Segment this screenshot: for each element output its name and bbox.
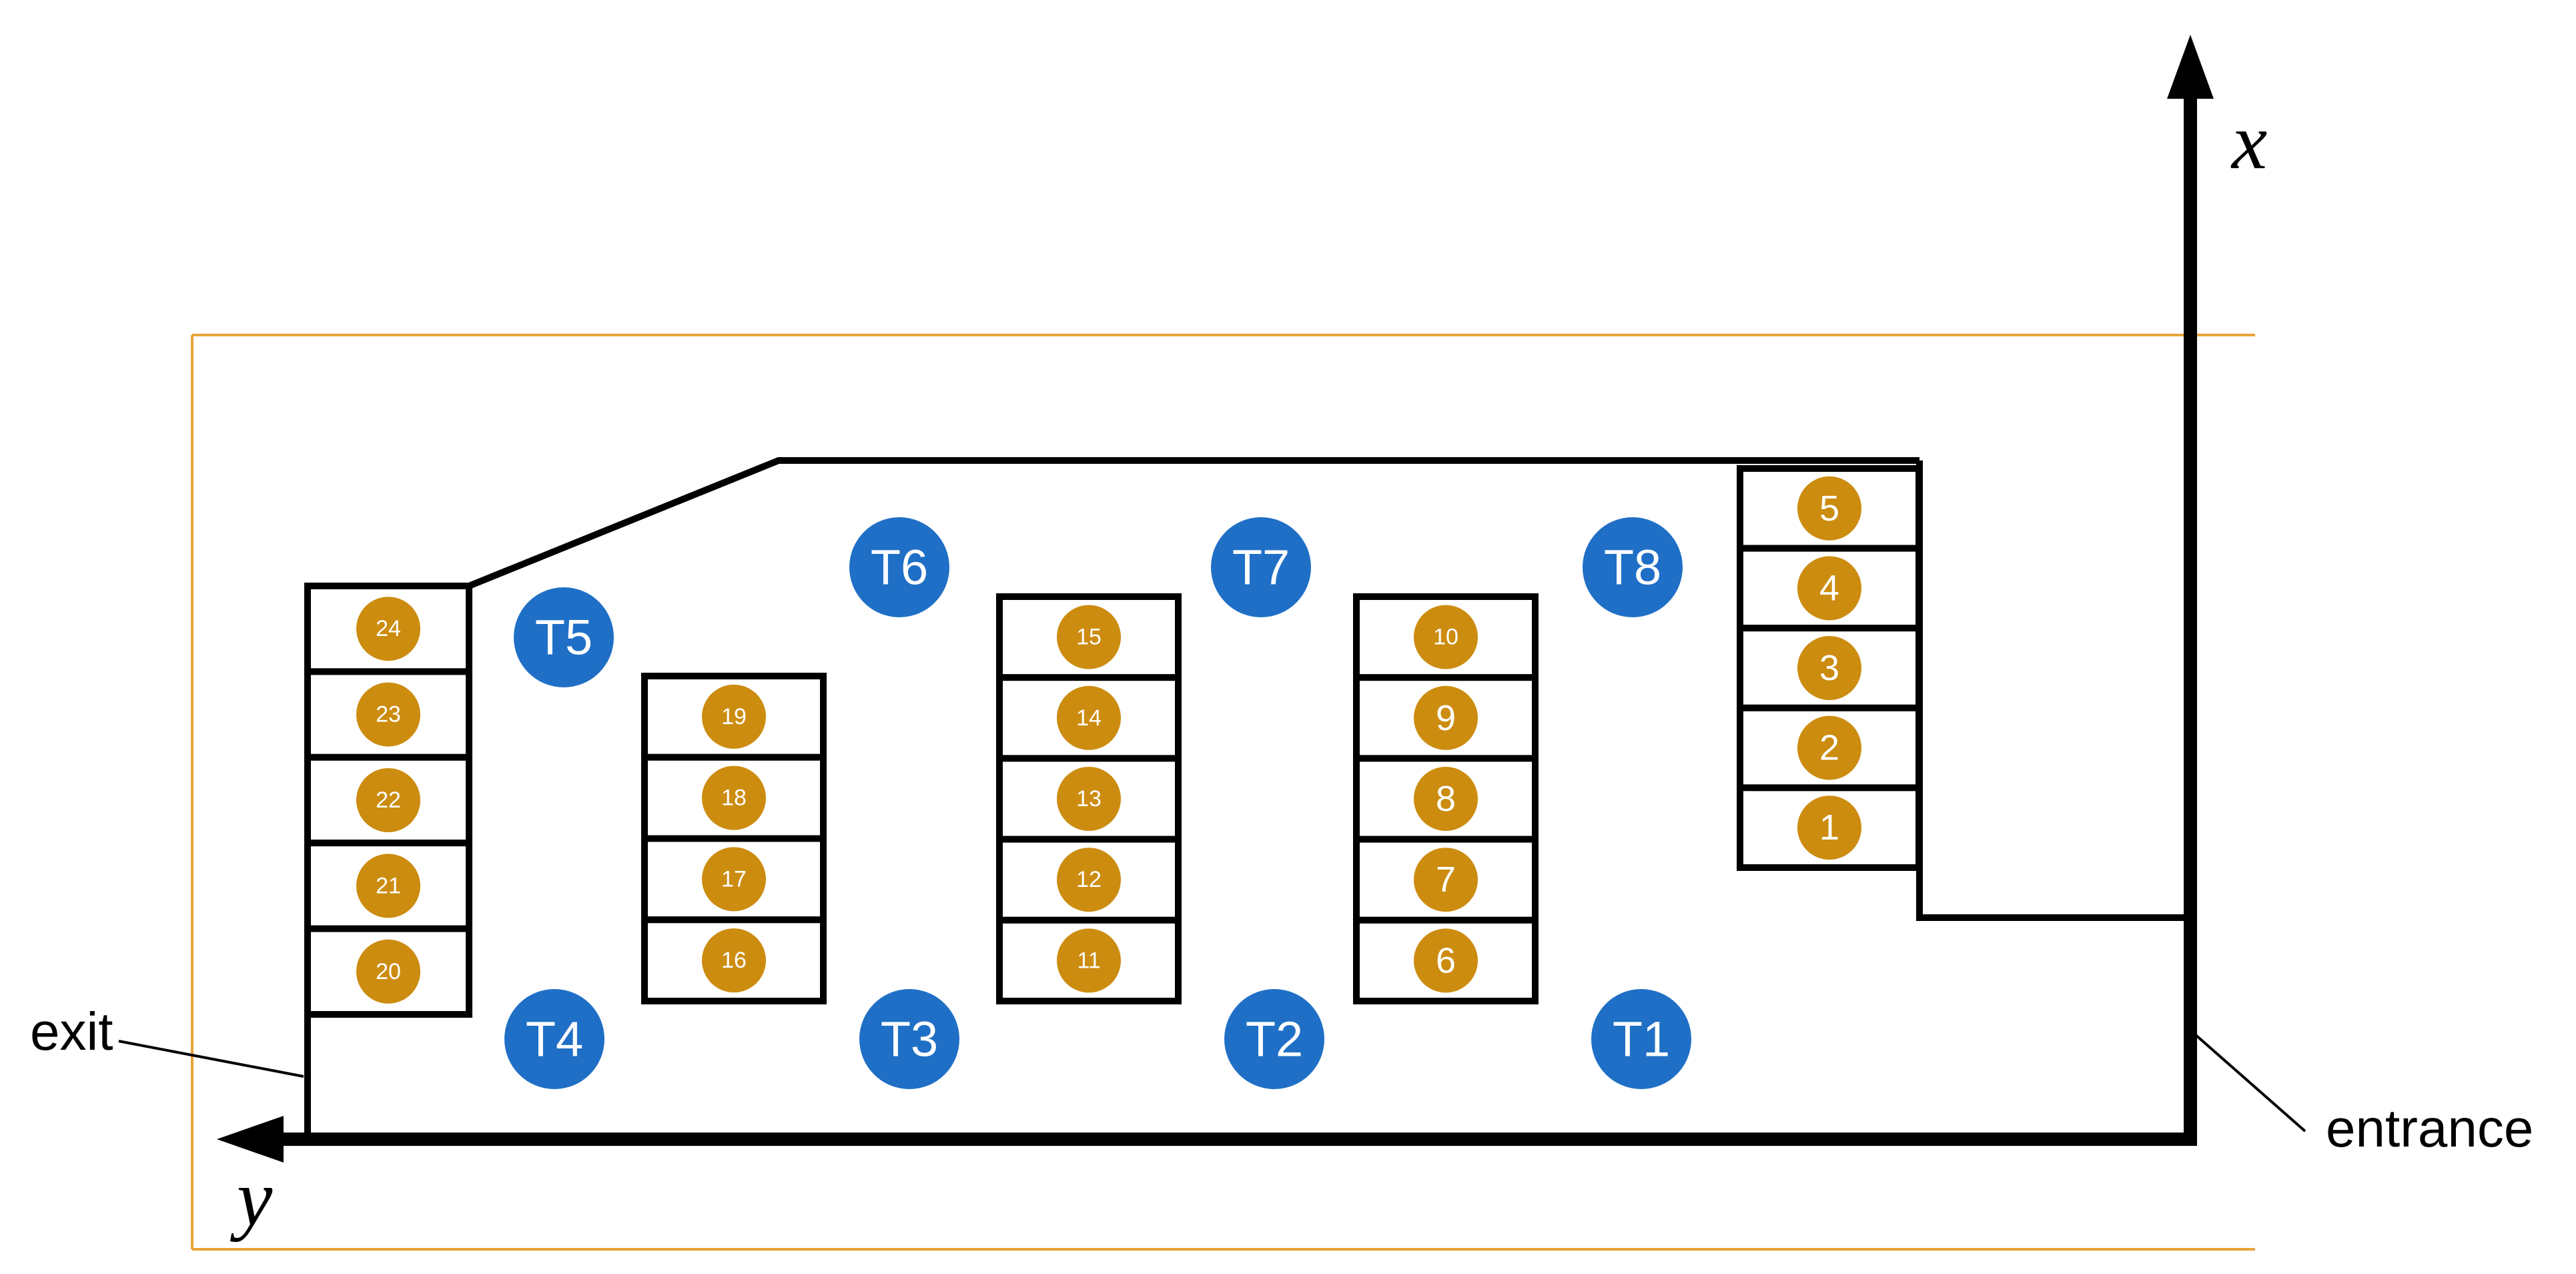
storage-slot-19[interactable] bbox=[702, 684, 766, 749]
outer-frame bbox=[191, 334, 2255, 1251]
storage-slot-10[interactable] bbox=[1414, 605, 1478, 669]
station-label: T1 bbox=[1613, 1012, 1670, 1067]
station-label: T4 bbox=[526, 1012, 583, 1067]
entrance-label: entrance bbox=[2326, 1098, 2533, 1158]
storage-slot-label: 18 bbox=[721, 785, 747, 811]
storage-slot-2[interactable] bbox=[1797, 715, 1861, 780]
storage-slot-label: 13 bbox=[1076, 786, 1102, 812]
exit-leader-line bbox=[118, 1040, 304, 1078]
storage-slot-label: 17 bbox=[721, 866, 747, 892]
storage-slot-label: 4 bbox=[1819, 568, 1839, 608]
storage-slot-label: 8 bbox=[1436, 779, 1456, 819]
storage-slot-1[interactable] bbox=[1797, 795, 1861, 860]
station-label: T3 bbox=[881, 1012, 938, 1067]
storage-slot-17[interactable] bbox=[702, 847, 766, 912]
rack-cell bbox=[996, 836, 1182, 924]
storage-slot-4[interactable] bbox=[1797, 556, 1861, 621]
station-t3[interactable] bbox=[859, 989, 959, 1089]
entrance-leader-line bbox=[2194, 1033, 2306, 1133]
storage-slot-label: 19 bbox=[721, 704, 747, 729]
station-label: T7 bbox=[1232, 540, 1290, 595]
storage-slot-21[interactable] bbox=[356, 854, 420, 918]
storage-slot-11[interactable] bbox=[1057, 928, 1121, 993]
rack-rack-d: 19 18 17 16 bbox=[641, 673, 827, 1004]
station-t1[interactable] bbox=[1591, 989, 1691, 1089]
storage-slot-label: 14 bbox=[1076, 705, 1102, 731]
rack-rack-e: 24 23 22 21 20 bbox=[304, 583, 472, 1018]
storage-slot-label: 1 bbox=[1819, 808, 1839, 848]
top-wall bbox=[468, 457, 1919, 589]
storage-slot-label: 23 bbox=[376, 702, 401, 727]
storage-slot-label: 3 bbox=[1819, 648, 1839, 688]
storage-slot-7[interactable] bbox=[1414, 848, 1478, 912]
rack-rack-a: 5 4 3 2 1 bbox=[1737, 465, 1922, 872]
storage-slot-label: 10 bbox=[1433, 625, 1458, 650]
storage-slot-label: 24 bbox=[376, 616, 401, 641]
exit-label: exit bbox=[30, 1002, 113, 1061]
storage-slot-label: 21 bbox=[376, 873, 401, 898]
storage-slot-15[interactable] bbox=[1057, 605, 1121, 669]
station-t4[interactable] bbox=[504, 989, 604, 1089]
storage-slot-24[interactable] bbox=[356, 597, 420, 661]
storage-slot-20[interactable] bbox=[356, 939, 420, 1004]
x-axis-arrowhead bbox=[2167, 35, 2214, 99]
storage-slot-5[interactable] bbox=[1797, 476, 1861, 541]
storage-slot-label: 7 bbox=[1436, 860, 1456, 900]
storage-slot-label: 2 bbox=[1819, 728, 1839, 768]
storage-slot-13[interactable] bbox=[1057, 767, 1121, 831]
station-label: T8 bbox=[1604, 540, 1661, 595]
storage-slot-label: 6 bbox=[1436, 940, 1456, 980]
storage-slot-label: 12 bbox=[1076, 867, 1102, 892]
storage-slot-label: 20 bbox=[376, 959, 401, 984]
storage-slot-label: 15 bbox=[1076, 625, 1102, 650]
entrance-wall bbox=[1916, 460, 2190, 921]
storage-slot-label: 9 bbox=[1436, 698, 1456, 738]
storage-slot-9[interactable] bbox=[1414, 685, 1478, 750]
storage-slot-23[interactable] bbox=[356, 682, 420, 747]
station-t6[interactable] bbox=[849, 517, 949, 617]
exit-annotation: exit bbox=[30, 1002, 304, 1078]
x-axis-label: x bbox=[2230, 97, 2267, 186]
rack-rack-c: 15 14 13 12 11 bbox=[996, 593, 1182, 1005]
entrance-annotation: entrance bbox=[2194, 1033, 2533, 1158]
storage-slot-label: 5 bbox=[1819, 489, 1839, 529]
storage-slot-18[interactable] bbox=[702, 765, 766, 830]
storage-slot-label: 11 bbox=[1077, 948, 1100, 973]
station-label: T6 bbox=[871, 540, 928, 595]
storage-slot-14[interactable] bbox=[1057, 685, 1121, 750]
station-t8[interactable] bbox=[1583, 517, 1683, 617]
storage-slot-16[interactable] bbox=[702, 928, 766, 993]
storage-slot-label: 22 bbox=[376, 787, 401, 813]
station-label: T5 bbox=[535, 610, 592, 665]
storage-slot-8[interactable] bbox=[1414, 767, 1478, 831]
rack-rack-b: 10 9 8 7 6 bbox=[1353, 593, 1539, 1005]
storage-slot-3[interactable] bbox=[1797, 636, 1861, 700]
coordinate-axes: x y bbox=[217, 35, 2267, 1242]
storage-slot-6[interactable] bbox=[1414, 928, 1478, 993]
station-t2[interactable] bbox=[1224, 989, 1324, 1089]
storage-slot-12[interactable] bbox=[1057, 848, 1121, 912]
y-axis-arrowhead bbox=[217, 1116, 284, 1163]
storage-slot-label: 16 bbox=[721, 948, 747, 973]
station-t5[interactable] bbox=[514, 587, 614, 687]
storage-slot-22[interactable] bbox=[356, 768, 420, 832]
workstations: T1 T2 T3 T4 T5 T6 T7 T8 bbox=[504, 517, 1691, 1089]
y-axis-label: y bbox=[230, 1153, 273, 1242]
station-label: T2 bbox=[1246, 1012, 1303, 1067]
station-t7[interactable] bbox=[1211, 517, 1311, 617]
